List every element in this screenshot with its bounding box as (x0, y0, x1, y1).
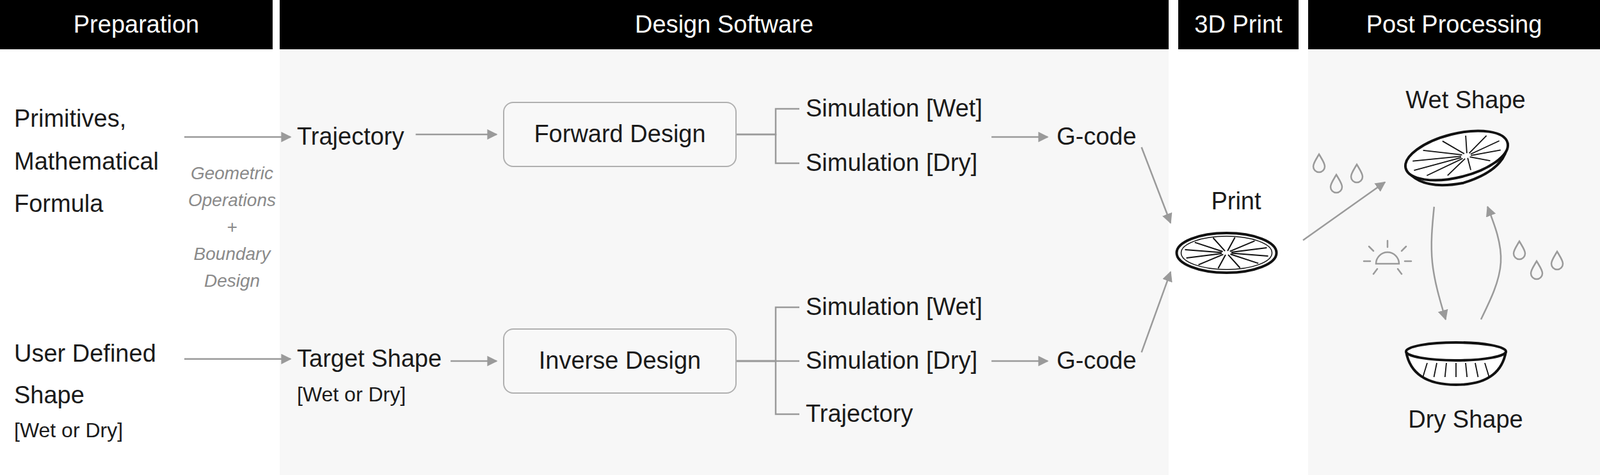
print-spoke (1227, 237, 1236, 251)
print-spoke (1185, 249, 1222, 253)
node-label: Target Shape (296, 344, 442, 374)
object-node: Wet Shape (1388, 80, 1543, 202)
bracket-line (736, 134, 800, 164)
node-label: Simulation [Dry] (805, 148, 978, 178)
node-label: Primitives, Mathematical Formula (14, 97, 182, 226)
text-node: Primitives, Mathematical Formula (14, 97, 182, 226)
flow-arrow (991, 360, 1048, 363)
print-spoke (1186, 253, 1222, 258)
node-sublabel: [Wet or Dry] (14, 416, 182, 445)
node-label: Wet Shape (1388, 85, 1543, 116)
text-node: G-code (1056, 122, 1137, 152)
print-rim (1181, 236, 1273, 270)
dry-rib (1455, 362, 1457, 377)
print-disc (1176, 232, 1277, 273)
node-label: Dry Shape (1388, 405, 1543, 435)
flow-arrow (1141, 272, 1171, 352)
print-spoke (1228, 254, 1241, 269)
bracket-line (736, 108, 800, 135)
edge-label: Geometric Operations + Boundary Design (185, 160, 279, 295)
text-node: User Defined Shape[Wet or Dry] (14, 332, 182, 445)
text-node: Simulation [Dry] (805, 346, 978, 376)
process-box: Inverse Design (503, 328, 737, 394)
object-node: Print (1173, 185, 1300, 277)
object-node: Dry Shape (1388, 323, 1543, 439)
dry-rib (1422, 362, 1428, 377)
text-node: Simulation [Dry] (805, 148, 978, 178)
node-label: G-code (1056, 346, 1137, 376)
text-node: G-code (1056, 346, 1137, 376)
wet-dish (1400, 121, 1515, 196)
print-spoke (1231, 247, 1267, 253)
node-label: Trajectory (296, 122, 405, 152)
print-spoke (1231, 253, 1268, 256)
dry-rim (1406, 342, 1506, 361)
node-label: G-code (1056, 122, 1137, 152)
flow-arrow (1431, 206, 1446, 320)
flow-arrow (1141, 147, 1171, 223)
stage-header: Design Software (279, 0, 1169, 50)
node-label: Simulation [Dry] (805, 346, 978, 376)
text-node: Trajectory (805, 399, 914, 429)
stage-header: 3D Print (1178, 0, 1299, 50)
node-label: Preparation (73, 10, 200, 40)
flow-arrow (991, 136, 1048, 139)
design-panel (279, 49, 1169, 475)
process-box: Forward Design (503, 101, 737, 168)
lamp-icon (1363, 240, 1412, 274)
text-node: Simulation [Wet] (805, 292, 983, 322)
flow-arrow (450, 360, 497, 363)
node-label: User Defined Shape (14, 332, 182, 416)
dry-rib (1434, 362, 1438, 377)
node-label: 3D Print (1194, 10, 1282, 40)
bracket-line (736, 360, 800, 415)
flow-arrow (184, 358, 291, 361)
node-label: Forward Design (533, 119, 706, 150)
stage-header: Preparation (0, 0, 273, 50)
dry-rib (1465, 362, 1467, 377)
flow-arrow (1303, 182, 1385, 241)
dry-rib (1445, 362, 1447, 377)
node-label: Print (1173, 186, 1300, 217)
node-label: Trajectory (805, 399, 914, 429)
dry-rib (1484, 362, 1490, 377)
node-sublabel: [Wet or Dry] (296, 378, 442, 410)
flow-arrow (184, 136, 291, 139)
node-label: Post Processing (1366, 10, 1543, 40)
print-spoke (1212, 237, 1225, 251)
print-spoke (1217, 254, 1226, 269)
text-node: Trajectory (296, 122, 405, 152)
node-label: Simulation [Wet] (805, 94, 983, 124)
flow-arrow (416, 133, 497, 136)
dry-rib (1475, 362, 1479, 377)
node-label: Inverse Design (538, 346, 701, 376)
bracket-line (736, 307, 800, 361)
flow-arrow (1480, 206, 1501, 320)
post-panel (1308, 49, 1600, 475)
node-label: Simulation [Wet] (805, 292, 983, 322)
text-node: Simulation [Wet] (805, 94, 983, 124)
node-label: Design Software (634, 10, 814, 40)
stage-header: Post Processing (1308, 0, 1600, 50)
text-node: Target Shape [Wet or Dry] (296, 344, 442, 410)
